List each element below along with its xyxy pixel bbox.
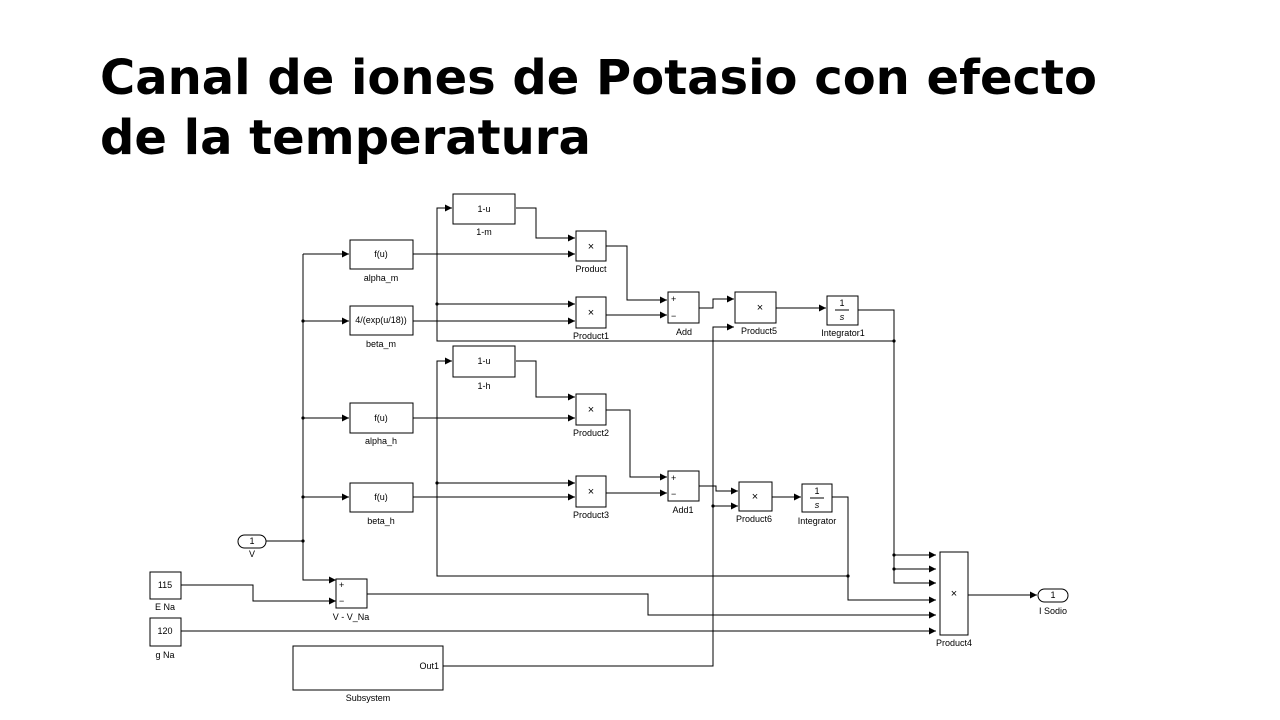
e-na-constant[interactable]: 115 E Na bbox=[149, 571, 182, 612]
integrator-den: s bbox=[815, 500, 820, 510]
product1-label: Product1 bbox=[573, 331, 609, 341]
integrator-block[interactable]: 1 s Integrator bbox=[798, 483, 837, 526]
product-label: Product bbox=[575, 264, 607, 274]
add1-label: Add1 bbox=[672, 505, 693, 515]
signal-wires bbox=[181, 204, 1037, 667]
subsystem-port: Out1 bbox=[419, 661, 439, 671]
product3-label: Product3 bbox=[573, 510, 609, 520]
integrator1-num: 1 bbox=[839, 298, 844, 308]
alpha-h-label: alpha_h bbox=[365, 436, 397, 446]
beta-m-block[interactable]: 4/(exp(u/18)) beta_m bbox=[349, 305, 414, 349]
product5-label: Product5 bbox=[741, 326, 777, 336]
title-line-2: de la temperatura bbox=[100, 110, 591, 166]
integrator1-label: Integrator1 bbox=[821, 328, 865, 338]
g-na-label: g Na bbox=[155, 650, 174, 660]
one-minus-m-block[interactable]: 1-u 1-m bbox=[452, 193, 516, 237]
one-minus-h-block[interactable]: 1-u 1-h bbox=[452, 345, 516, 391]
inport-v-label: V bbox=[249, 549, 255, 559]
alpha-h-block[interactable]: f(u) alpha_h bbox=[349, 402, 414, 446]
product6-label: Product6 bbox=[736, 514, 772, 524]
outport-i-sodio[interactable]: 1 I Sodio bbox=[1037, 588, 1069, 616]
outport-label: I Sodio bbox=[1039, 606, 1067, 616]
integrator1-den: s bbox=[840, 312, 845, 322]
g-na-constant[interactable]: 120 g Na bbox=[149, 617, 182, 660]
e-na-label: E Na bbox=[155, 602, 175, 612]
product4-label: Product4 bbox=[936, 638, 972, 648]
add1-plus: + bbox=[671, 473, 676, 483]
beta-m-expr: 4/(exp(u/18)) bbox=[355, 315, 407, 325]
product6-sym: × bbox=[752, 491, 758, 503]
product6-block[interactable]: × Product6 bbox=[736, 481, 773, 524]
product5-block[interactable]: × Product5 bbox=[734, 291, 777, 336]
add1-block[interactable]: + − Add1 bbox=[667, 470, 700, 515]
add1-minus: − bbox=[671, 489, 676, 499]
beta-h-block[interactable]: f(u) beta_h bbox=[349, 482, 414, 526]
g-na-value: 120 bbox=[157, 626, 172, 636]
product-block[interactable]: × Product bbox=[575, 230, 607, 274]
integrator-label: Integrator bbox=[798, 516, 837, 526]
v-minus-vna-plus: + bbox=[339, 580, 344, 590]
add-block[interactable]: + − Add bbox=[667, 291, 700, 337]
product3-sym: × bbox=[588, 486, 594, 498]
title-line-1: Canal de iones de Potasio con efecto bbox=[100, 50, 1097, 106]
product2-label: Product2 bbox=[573, 428, 609, 438]
product3-block[interactable]: × Product3 bbox=[573, 475, 609, 520]
inport-v-number: 1 bbox=[249, 536, 254, 546]
beta-h-label: beta_h bbox=[367, 516, 395, 526]
one-minus-h-expr: 1-u bbox=[477, 356, 490, 366]
subsystem-label: Subsystem bbox=[346, 693, 391, 703]
product2-block[interactable]: × Product2 bbox=[573, 393, 609, 438]
product1-sym: × bbox=[588, 307, 594, 319]
add-label: Add bbox=[676, 327, 692, 337]
beta-m-label: beta_m bbox=[366, 339, 396, 349]
integrator1-block[interactable]: 1 s Integrator1 bbox=[821, 295, 865, 338]
add-minus: − bbox=[671, 311, 676, 321]
slide-title: Canal de iones de Potasio con efecto de … bbox=[100, 48, 1220, 168]
add-plus: + bbox=[671, 294, 676, 304]
one-minus-m-expr: 1-u bbox=[477, 204, 490, 214]
product-sym: × bbox=[588, 241, 594, 253]
v-minus-vna-block[interactable]: + − V - V_Na bbox=[333, 578, 370, 622]
inport-v[interactable]: 1 V bbox=[237, 534, 267, 559]
v-minus-vna-label: V - V_Na bbox=[333, 612, 370, 622]
one-minus-m-label: 1-m bbox=[476, 227, 492, 237]
outport-number: 1 bbox=[1050, 590, 1055, 600]
product5-sym: × bbox=[757, 302, 763, 314]
subsystem-block[interactable]: Out1 Subsystem bbox=[292, 645, 444, 703]
alpha-m-expr: f(u) bbox=[374, 249, 388, 259]
e-na-value: 115 bbox=[158, 580, 172, 590]
alpha-h-expr: f(u) bbox=[374, 413, 388, 423]
product1-block[interactable]: × Product1 bbox=[573, 296, 609, 341]
v-minus-vna-minus: − bbox=[339, 596, 344, 606]
one-minus-h-label: 1-h bbox=[477, 381, 490, 391]
product4-block[interactable]: × Product4 bbox=[936, 551, 972, 648]
integrator-num: 1 bbox=[814, 486, 819, 496]
product4-sym: × bbox=[951, 588, 957, 600]
alpha-m-label: alpha_m bbox=[364, 273, 399, 283]
beta-h-expr: f(u) bbox=[374, 492, 388, 502]
product2-sym: × bbox=[588, 404, 594, 416]
alpha-m-block[interactable]: f(u) alpha_m bbox=[349, 239, 414, 283]
